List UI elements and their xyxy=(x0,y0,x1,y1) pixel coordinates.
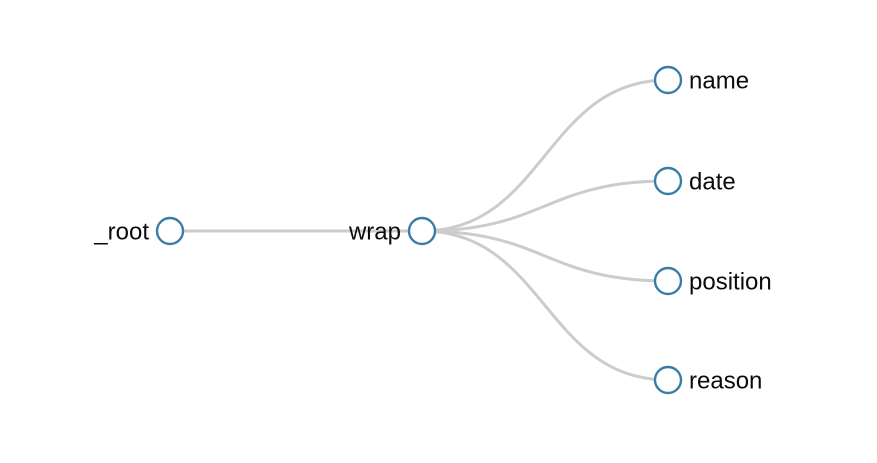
tree-node-reason[interactable]: reason xyxy=(653,365,762,395)
nodes-layer: _root wrap name date position reason xyxy=(93,65,772,395)
node-circle-name[interactable] xyxy=(653,65,683,95)
node-label-name: name xyxy=(689,67,749,94)
node-circle-reason[interactable] xyxy=(653,365,683,395)
node-label-wrap: wrap xyxy=(348,218,401,245)
node-label-root: _root xyxy=(93,218,149,245)
tree-node-position[interactable]: position xyxy=(653,266,772,296)
node-circle-root[interactable] xyxy=(155,216,185,246)
tree-link-wrap-date xyxy=(420,179,670,233)
tree-node-date[interactable]: date xyxy=(653,166,736,196)
node-label-date: date xyxy=(689,168,736,195)
tree-node-root[interactable]: _root xyxy=(93,216,185,246)
tree-node-name[interactable]: name xyxy=(653,65,749,95)
node-circle-date[interactable] xyxy=(653,166,683,196)
node-label-reason: reason xyxy=(689,367,762,394)
tree-link-wrap-name xyxy=(420,78,670,233)
node-circle-wrap[interactable] xyxy=(407,216,437,246)
node-circle-position[interactable] xyxy=(653,266,683,296)
node-label-position: position xyxy=(689,268,772,295)
links-layer xyxy=(168,78,670,382)
tree-link-wrap-position xyxy=(420,229,670,283)
tree-link-wrap-reason xyxy=(420,229,670,382)
tree-node-wrap[interactable]: wrap xyxy=(348,216,437,246)
